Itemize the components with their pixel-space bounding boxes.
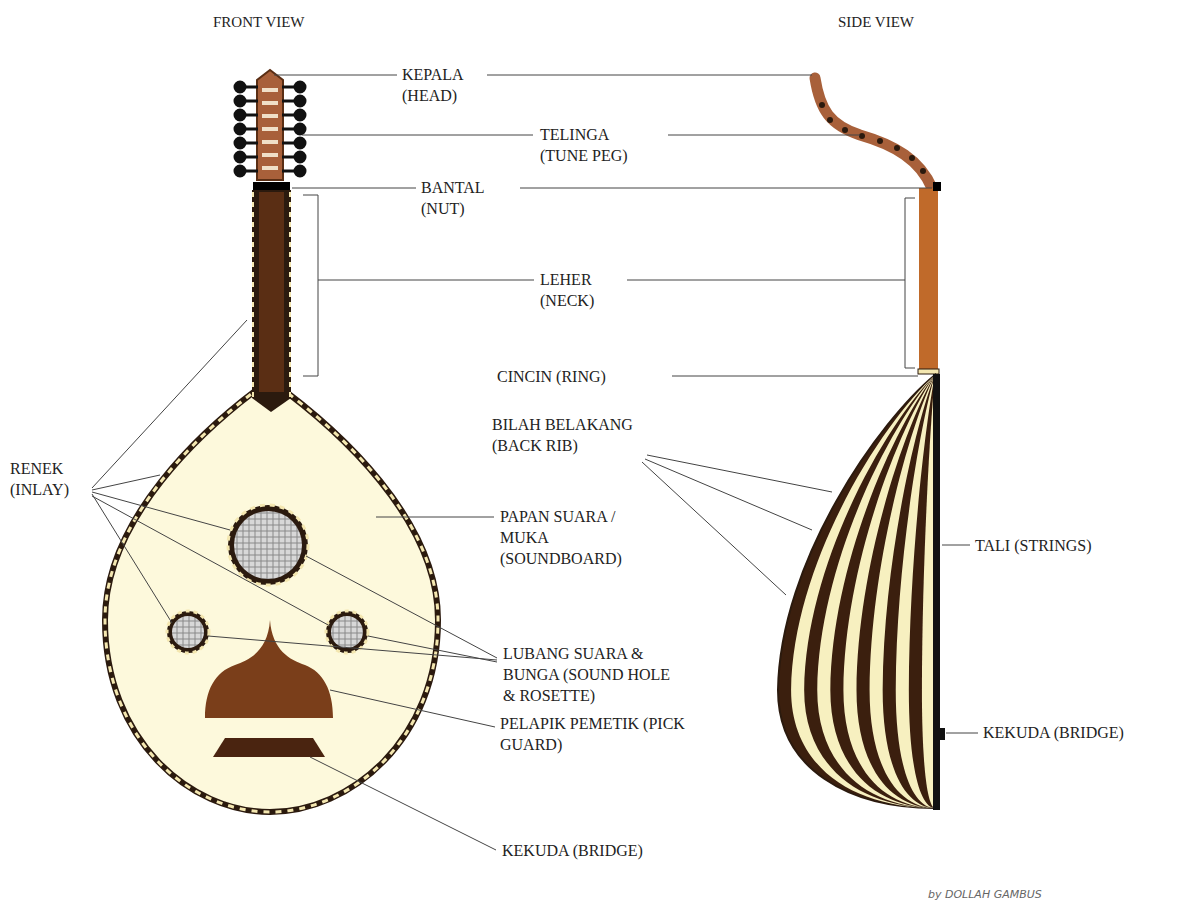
part-label: PAPAN SUARA / MUKA (SOUNDBOARD)	[500, 506, 652, 569]
head-slots	[262, 90, 278, 168]
part-label: BILAH BELAKANG (BACK RIB)	[492, 414, 660, 456]
nut	[253, 182, 290, 190]
part-label: TALI (STRINGS)	[975, 535, 1091, 556]
part-label: RENEK (INLAY)	[10, 458, 90, 500]
leader-lines	[92, 75, 978, 850]
head	[257, 70, 283, 180]
tune-pegs	[235, 82, 305, 176]
part-label: KEKUDA (BRIDGE)	[502, 840, 643, 861]
part-label: KEKUDA (BRIDGE)	[983, 722, 1124, 743]
pick-guard	[205, 620, 333, 718]
part-label: PELAPIK PEMETIK (PICK GUARD)	[500, 713, 690, 755]
part-label: LUBANG SUARA & BUNGA (SOUND HOLE & ROSET…	[503, 643, 681, 706]
part-label: KEPALA (HEAD)	[402, 64, 486, 106]
back-ribs	[778, 375, 935, 808]
neck-center	[259, 192, 284, 392]
side-head	[815, 78, 932, 188]
view-heading: FRONT VIEW	[213, 12, 305, 33]
part-label: CINCIN (RING)	[497, 366, 606, 387]
view-heading: SIDE VIEW	[838, 12, 914, 33]
side-nut	[933, 182, 941, 191]
rosettes	[167, 505, 368, 653]
bridge	[213, 738, 325, 757]
part-label: LEHER (NECK)	[540, 269, 620, 311]
side-neck	[919, 188, 938, 370]
part-label: BANTAL (NUT)	[421, 177, 511, 219]
side-pegs	[819, 102, 926, 174]
side-soundboard	[933, 374, 940, 810]
side-bridge	[939, 728, 945, 740]
neck-inlay	[253, 192, 290, 398]
signature: by DOLLAH GAMBUS	[928, 884, 1042, 905]
part-label: TELINGA (TUNE PEG)	[540, 124, 658, 166]
